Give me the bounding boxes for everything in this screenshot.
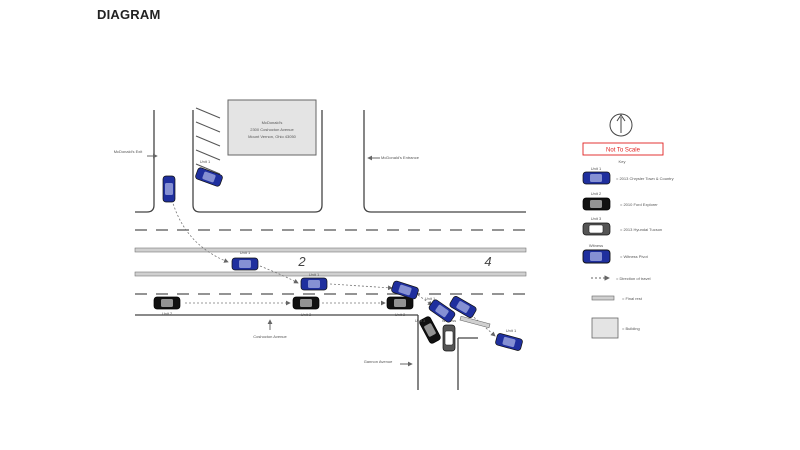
building-name: McDonald's [262, 120, 283, 125]
legend-unit2-text: = 2010 Ford Explorer [620, 202, 658, 207]
legend-unit2-caption: Unit 2 [591, 191, 602, 196]
unit3-vehicle [419, 316, 441, 344]
parking-lines [195, 107, 221, 175]
vehicle-tag-4: Unit 2 [162, 311, 173, 316]
building-address-1: 2300 Coshocton Avenue [250, 127, 294, 132]
building-address-2: Mount Vernon, Ohio 43050 [248, 134, 297, 139]
label-exit: McDonald's Exit [114, 149, 143, 154]
vehicle-tag-5: Unit 2 [301, 312, 312, 317]
label-entrance: McDonald's Entrance [381, 155, 420, 160]
vehicle-tag-1: Unit 1 [200, 159, 211, 164]
vehicle-tag-3: Unit 1 [309, 272, 320, 277]
vehicle-tag-9: Unit 1 [425, 296, 436, 301]
legend-witness-caption: Witness [589, 243, 603, 248]
legend-rest-text: = Final rest [622, 296, 643, 301]
unit1-vehicle-exit [162, 175, 176, 203]
witness-vehicle [442, 324, 456, 352]
unit1-vehicle-final [495, 333, 523, 351]
legend-unit1-text: = 2013 Chrysler Town & Country [616, 176, 674, 181]
unit1-vehicle-rest-2 [449, 296, 477, 318]
lane-number-2: 4 [484, 254, 491, 269]
legend-building-swatch [591, 317, 619, 339]
annotation-labels: McDonald's Exit McDonald's Entrance Cosh… [114, 149, 492, 364]
not-to-scale: Not To Scale [606, 148, 641, 154]
legend-unit3-text: = 2013 Hyundai Tucson [620, 227, 662, 232]
legend-unit3-caption: Unit 3 [591, 216, 602, 221]
key-label: Key [619, 159, 626, 164]
legend-rest-swatch [591, 295, 615, 301]
vehicle-tag-7: Unit 3 [415, 318, 426, 323]
mcdonalds-building: McDonald's 2300 Coshocton Avenue Mount V… [227, 99, 317, 156]
unit1-vehicle-merge [300, 277, 328, 291]
diagram-title: DIAGRAM [97, 7, 161, 22]
vehicle-tag-10: Unit 1 [506, 328, 517, 333]
annotation-arrows [147, 153, 413, 367]
legend-witness-text: = Witness Pivot [620, 254, 649, 259]
north-arrow-icon [609, 113, 633, 137]
vehicle-tag-6: Unit 2 [395, 312, 406, 317]
lane-number-1: 2 [297, 254, 306, 269]
legend-unit1-caption: Unit 1 [591, 166, 602, 171]
legend-building-text: = Building [622, 326, 640, 331]
median [134, 247, 527, 277]
lane-lines [135, 229, 526, 295]
unit1-vehicle-parked [195, 167, 223, 187]
label-travel: Coshocton Avenue [253, 334, 287, 339]
travel-paths [171, 199, 496, 337]
unit2-vehicle-impact [386, 296, 414, 310]
legend: Not To Scale Key Unit 1 = 2013 Chrysler … [582, 113, 674, 339]
unit1-vehicle-lane [231, 257, 259, 271]
final-rest-marker [459, 315, 491, 329]
unit1-vehicle-impact [391, 280, 419, 300]
vehicles: Unit 1 Unit 1 Unit 1 Unit 2 Unit 2 Unit … [153, 159, 523, 352]
not-to-scale-box [582, 142, 664, 156]
unit1-vehicle-rest-1 [428, 299, 456, 323]
label-edge: Gannon Avenue [364, 359, 393, 364]
legend-direction-text: = Direction of travel [616, 276, 651, 281]
road-edges [135, 110, 526, 390]
unit2-vehicle-start [153, 296, 181, 310]
vehicle-tag-2: Unit 1 [240, 250, 251, 255]
unit2-vehicle-mid [292, 296, 320, 310]
